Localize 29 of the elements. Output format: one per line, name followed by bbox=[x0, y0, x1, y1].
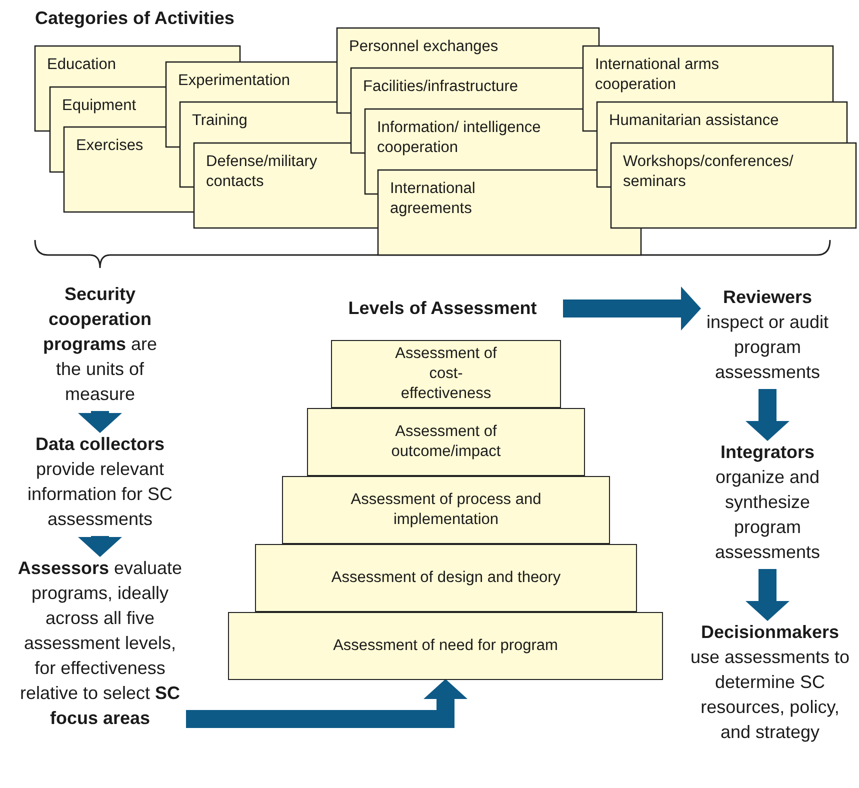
title: Categories of Activities bbox=[35, 8, 234, 29]
activity-label: Information/ intelligence cooperation bbox=[377, 118, 597, 158]
levels-heading: Levels of Assessment bbox=[330, 296, 555, 321]
activity-label: Facilities/infrastructure bbox=[363, 77, 518, 97]
assessment-level-box: Assessment of need for program bbox=[228, 612, 663, 680]
role-description: Decisionmakers use assessments to determine SC resources, policy, and strategy bbox=[690, 620, 850, 745]
block-arrow bbox=[78, 536, 122, 557]
assessment-level-box: Assessment of cost-effectiveness bbox=[331, 340, 561, 408]
block-arrow bbox=[563, 286, 701, 330]
role-description: Reviewers inspect or audit program assessments bbox=[700, 285, 835, 385]
block-arrow bbox=[78, 411, 122, 433]
block-arrow bbox=[186, 679, 468, 728]
block-arrow bbox=[746, 569, 790, 621]
role-description: Integrators organize and synthesize program assessments bbox=[700, 440, 835, 565]
activity-label: Equipment bbox=[62, 96, 136, 116]
activity-label: Exercises bbox=[76, 136, 144, 156]
activity-label: Personnel exchanges bbox=[349, 37, 498, 57]
activity-label: International arms cooperation bbox=[595, 55, 785, 95]
activity-label: Education bbox=[47, 55, 116, 75]
assessment-level-box: Assessment of process and implementation bbox=[282, 476, 610, 544]
activity-label: Experimentation bbox=[178, 71, 290, 91]
assessment-level-box: Assessment of outcome/impact bbox=[307, 408, 585, 476]
role-description: Assessors evaluate programs, ideally across all five assessment levels, for effectiveness relative to select SC focus areas bbox=[13, 556, 187, 731]
activity-label: Humanitarian assistance bbox=[609, 111, 779, 131]
role-description: Data collectors provide relevant information for SC assessments bbox=[25, 432, 175, 532]
role-description: Security cooperation programs are the units of measure bbox=[40, 282, 160, 407]
assessment-level-box: Assessment of design and theory bbox=[255, 544, 637, 612]
activity-label: Training bbox=[192, 111, 248, 131]
block-arrow bbox=[746, 389, 790, 441]
